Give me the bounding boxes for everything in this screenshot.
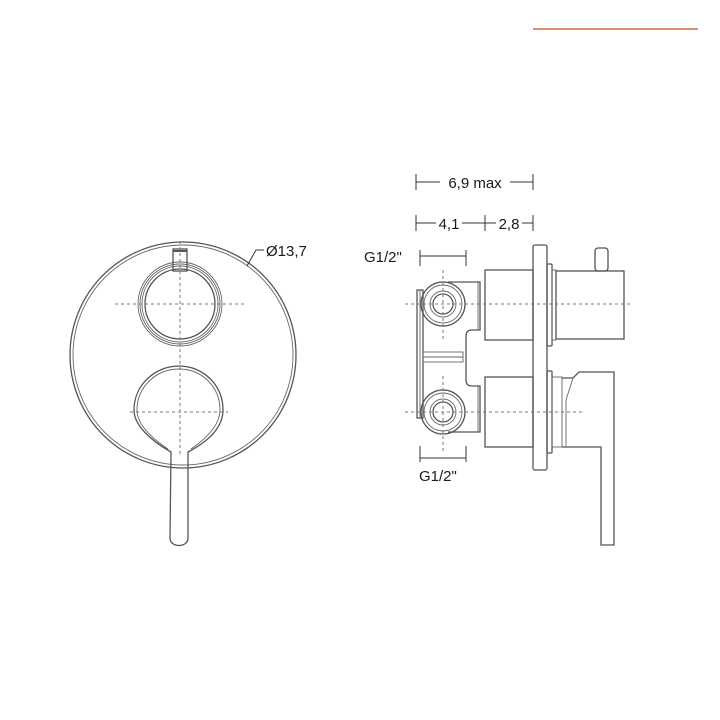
top-connection-dimension: G1/2"	[364, 249, 467, 266]
diameter-label: Ø13,7	[266, 243, 307, 260]
body-depth-label: 4,1	[439, 216, 460, 233]
overall-depth-label: 6,9 max	[448, 175, 502, 192]
trim-plate-outer	[69, 241, 297, 469]
valve-body	[416, 281, 481, 433]
split-depth-dimension: 4,1 2,8	[415, 215, 534, 233]
side-view: 6,9 max 4,1 2,8 G1/2" G1/2"	[364, 174, 630, 546]
trim-plate-inner	[72, 244, 294, 466]
upper-housing	[484, 269, 534, 341]
diverter-knob-side	[546, 247, 625, 347]
bottom-connection-dimension: G1/2"	[419, 446, 467, 485]
overall-depth-dimension: 6,9 max	[415, 174, 534, 192]
accent-line	[533, 28, 698, 30]
trim-depth-label: 2,8	[499, 216, 520, 233]
lever-handle	[133, 365, 224, 547]
top-connection-label: G1/2"	[364, 249, 402, 266]
bottom-connection-label: G1/2"	[419, 468, 457, 485]
lever-handle-side	[546, 370, 615, 546]
trim-plate-side	[532, 244, 548, 471]
knob-indicator-side	[594, 247, 609, 272]
diameter-leader	[246, 249, 264, 267]
front-view: Ø13,7	[69, 241, 307, 547]
